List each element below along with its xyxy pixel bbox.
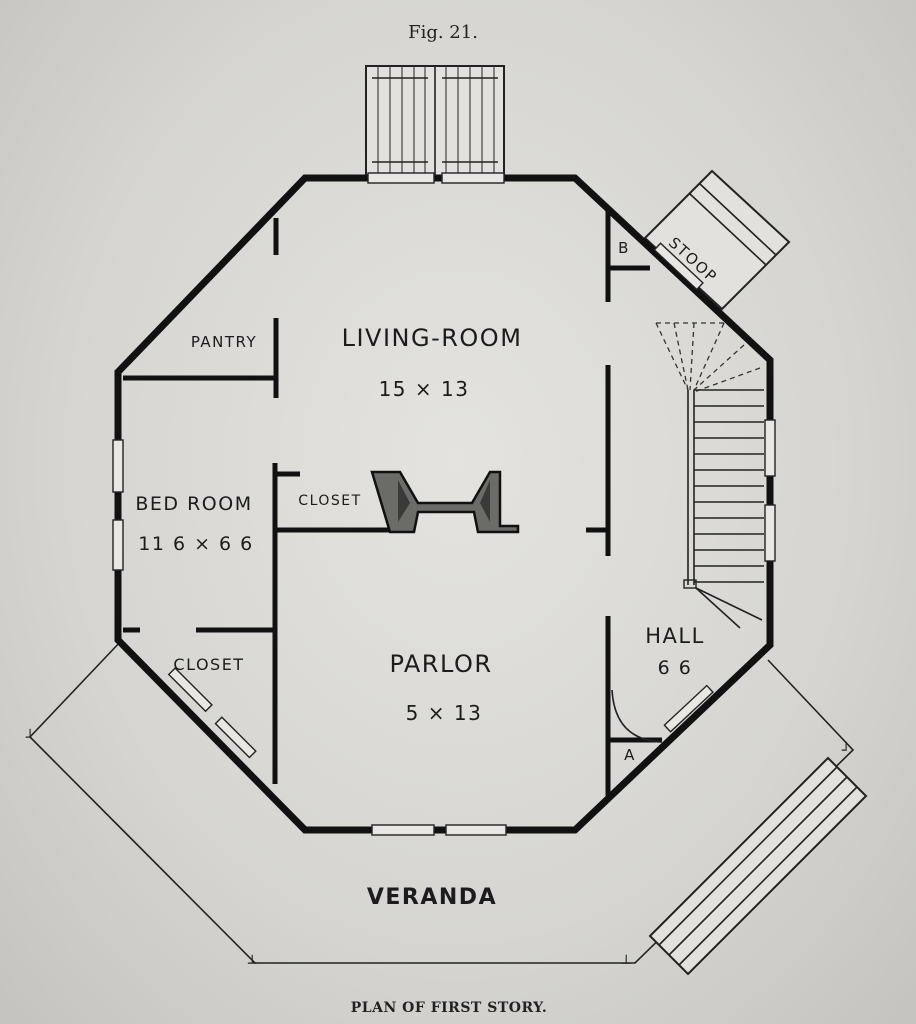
interior-partitions	[123, 208, 663, 800]
hall-size: 6 6	[658, 657, 693, 679]
marker-a: A	[624, 746, 636, 764]
staircase	[655, 322, 764, 629]
bed-room-label: BED ROOM	[135, 493, 252, 515]
rear-cellar-door	[365, 65, 505, 179]
chimney	[370, 470, 520, 534]
exterior-walls	[112, 172, 776, 836]
parlor-size: 5 × 13	[406, 701, 483, 725]
veranda-steps	[648, 756, 868, 976]
living-room-label: LIVING-ROOM	[342, 324, 523, 352]
figure-number: Fig. 21.	[408, 22, 478, 43]
closet-left-label: CLOSET	[173, 655, 244, 674]
plan-caption: PLAN OF FIRST STORY.	[351, 1000, 547, 1016]
marker-b: B	[618, 239, 630, 257]
veranda-outline: ┘ ┴ ┴ ┘	[26, 639, 855, 972]
svg-text:┘: ┘	[26, 729, 34, 746]
stoop: STOOP	[643, 169, 791, 311]
svg-text:┴: ┴	[247, 955, 257, 972]
hall-label: HALL	[645, 624, 705, 648]
svg-text:┘: ┘	[842, 742, 850, 759]
veranda-label: VERANDA	[367, 885, 497, 910]
svg-text:┴: ┴	[621, 955, 631, 972]
living-room-size: 15 × 13	[379, 377, 470, 401]
bed-room-size: 11 6 × 6 6	[138, 533, 254, 555]
pantry-label: PANTRY	[191, 333, 257, 351]
parlor-label: PARLOR	[389, 650, 492, 678]
closet-center-label: CLOSET	[298, 493, 361, 509]
room-labels: LIVING-ROOM 15 × 13 PANTRY BED ROOM 11 6…	[135, 239, 705, 910]
